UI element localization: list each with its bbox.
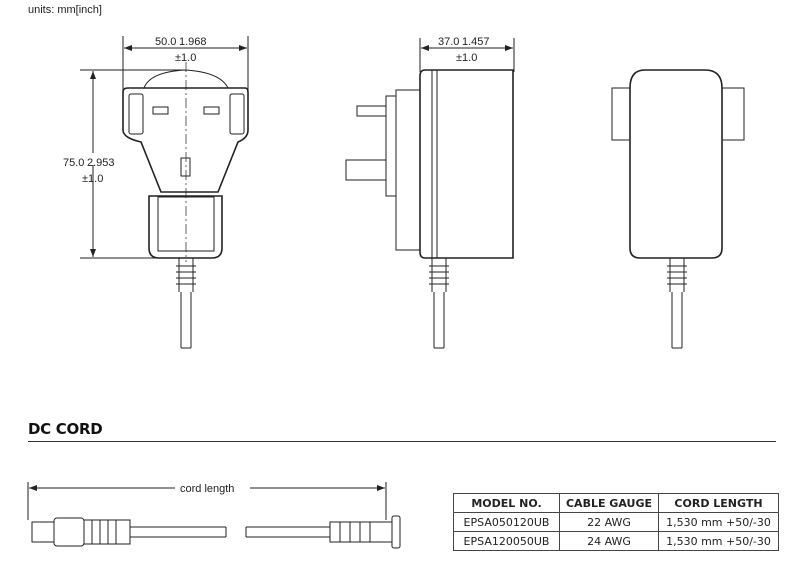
cell-gauge: 22 AWG	[559, 512, 659, 532]
cord-spec-table: MODEL NO. CABLE GAUGE CORD LENGTH EPSA05…	[453, 493, 779, 551]
cell-model: EPSA120050UB	[453, 531, 560, 551]
dc-cord-drawing: cord length	[27, 482, 401, 549]
section-title: DC CORD	[28, 420, 103, 438]
table-header-row: MODEL NO. CABLE GAUGE CORD LENGTH	[453, 493, 779, 513]
depth-dim-inch: 1.457	[462, 36, 490, 48]
table-row: EPSA050120UB 22 AWG 1,530 mm +50/-30	[453, 512, 779, 532]
cell-gauge: 24 AWG	[559, 531, 659, 551]
side-view: 37.0 1.457 ±1.0	[345, 36, 515, 349]
width-tol: ±1.0	[175, 52, 196, 64]
col-length: CORD LENGTH	[658, 493, 779, 513]
cell-model: EPSA050120UB	[453, 512, 560, 532]
table-row: EPSA120050UB 24 AWG 1,530 mm +50/-30	[453, 531, 779, 551]
height-dim-inch: 2.953	[87, 157, 115, 169]
rear-view	[611, 69, 745, 349]
depth-tol: ±1.0	[456, 52, 477, 64]
section-divider	[28, 441, 776, 442]
col-model: MODEL NO.	[453, 493, 560, 513]
depth-dim: 37.0	[438, 36, 459, 48]
height-dim: 75.0	[63, 157, 84, 169]
cell-length: 1,530 mm +50/-30	[658, 531, 779, 551]
cell-length: 1,530 mm +50/-30	[658, 512, 779, 532]
front-view: 50.0 1.968 ±1.0 75.0 2.953 ±1.0	[60, 36, 249, 349]
cord-length-label: cord length	[180, 483, 234, 495]
height-tol: ±1.0	[82, 173, 103, 185]
width-dim-inch: 1.968	[179, 36, 207, 48]
width-dim: 50.0	[155, 36, 176, 48]
units-label: units: mm[inch]	[28, 4, 102, 16]
col-gauge: CABLE GAUGE	[559, 493, 659, 513]
